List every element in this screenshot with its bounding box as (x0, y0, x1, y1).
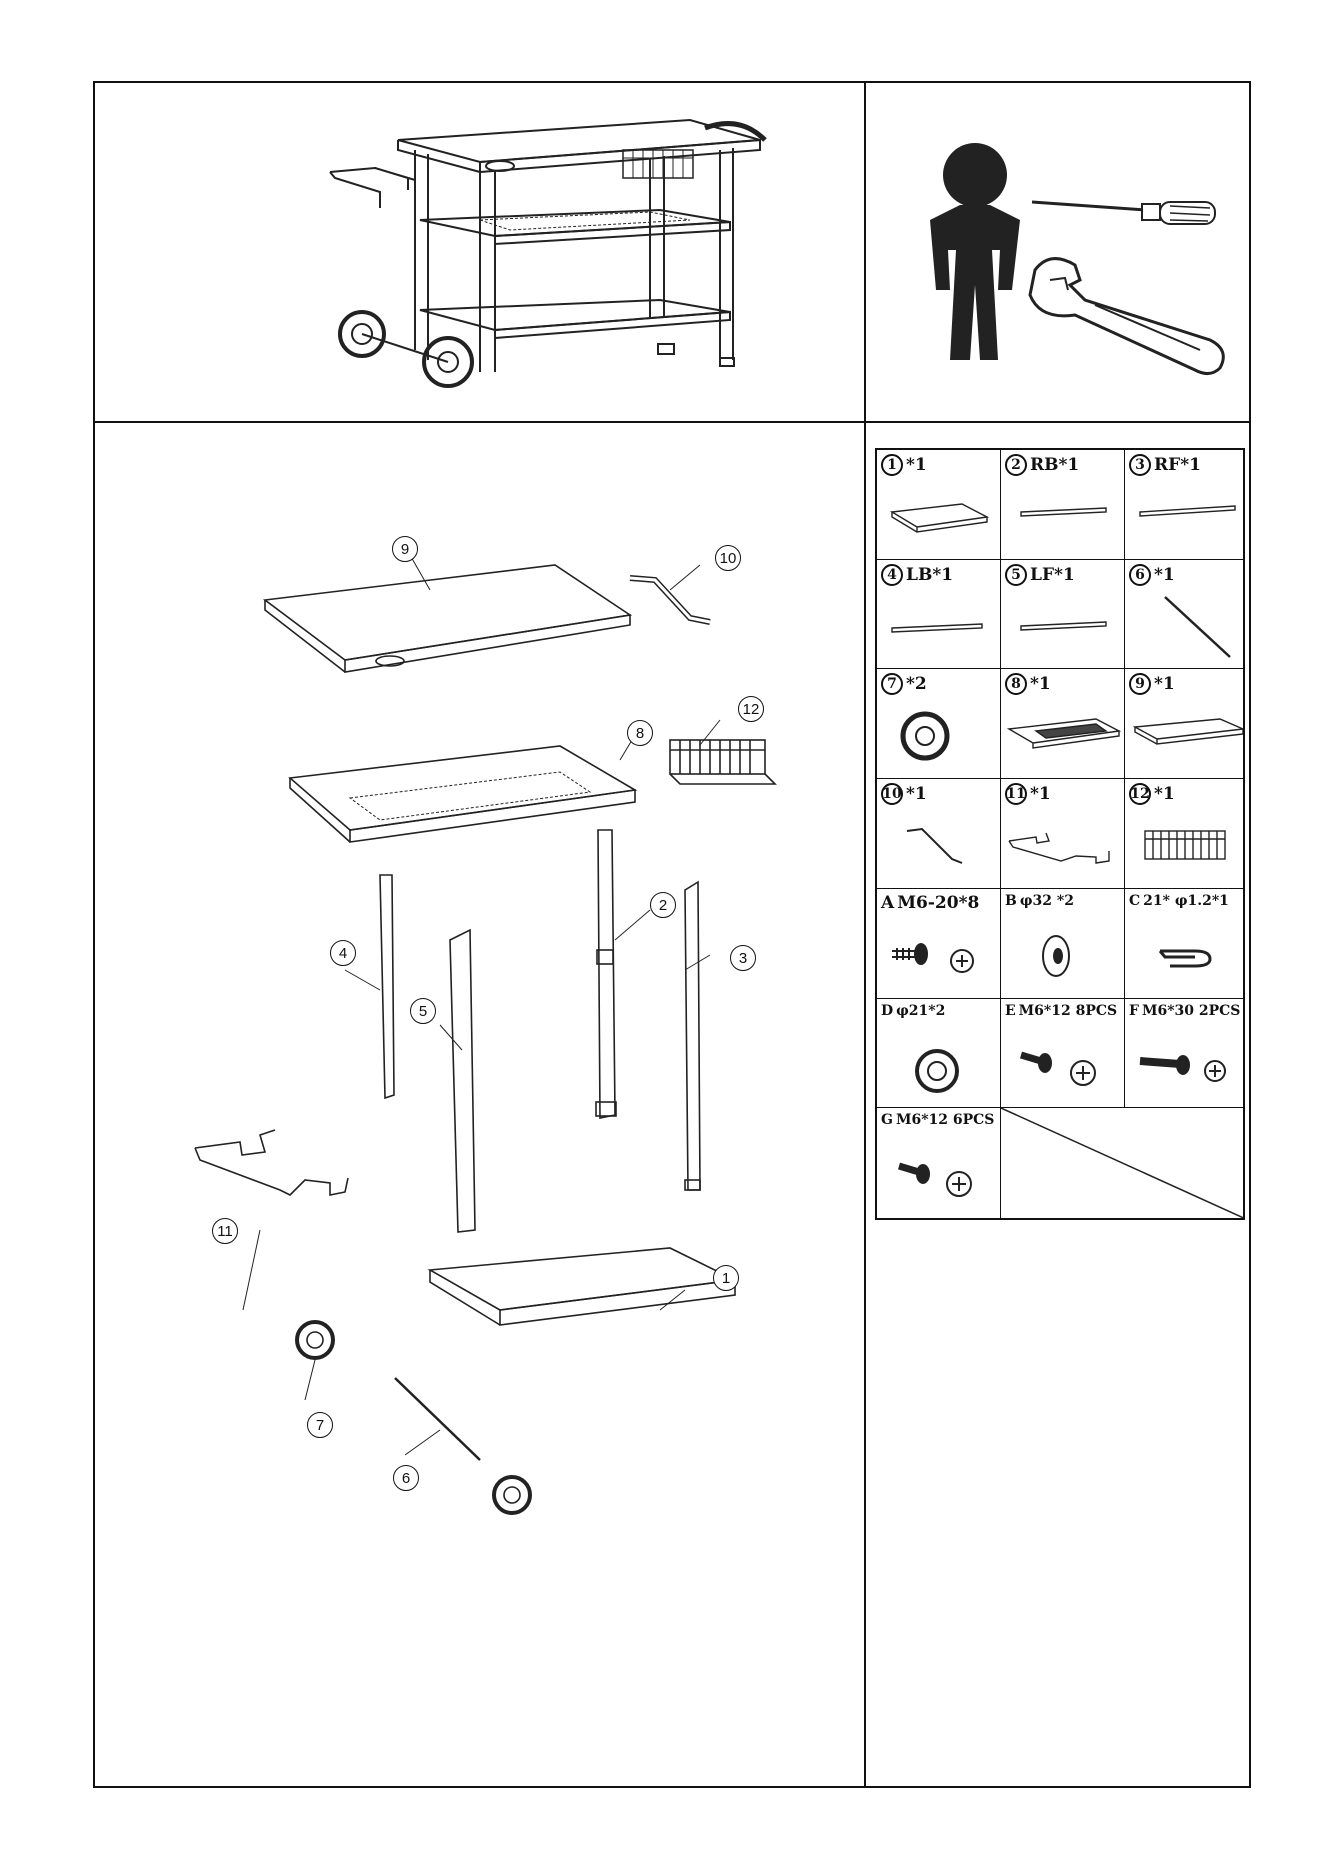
bolt-icon (877, 921, 1000, 994)
clip-icon (1125, 921, 1243, 994)
callout-5: 5 (410, 998, 436, 1024)
callout-3: 3 (730, 945, 756, 971)
part-cell-11: 11*1 (1001, 779, 1125, 889)
callout-12: 12 (738, 696, 764, 722)
leg-rb-icon (1001, 482, 1124, 555)
part-6-axle (395, 1378, 480, 1460)
callout-7: 7 (307, 1412, 333, 1438)
part-9-top-panel (265, 565, 630, 672)
tools-panel (880, 110, 1235, 400)
callout-8: 8 (627, 720, 653, 746)
part-cell-7: 7*2 (877, 669, 1001, 779)
side-hook-icon (1001, 811, 1124, 884)
bolt-icon (1001, 1031, 1124, 1104)
callout-11: 11 (212, 1218, 238, 1244)
leg-lb-icon (877, 592, 1000, 665)
part-cell-12: 12*1 (1125, 779, 1243, 889)
bolt-icon (877, 1140, 1000, 1214)
part-10-handle (630, 578, 710, 622)
column-divider (864, 81, 866, 1788)
callout-4: 4 (330, 940, 356, 966)
row-divider (93, 421, 1251, 423)
washer-icon (1001, 921, 1124, 994)
empty-cell (1001, 1108, 1243, 1218)
screwdriver-icon (1032, 202, 1215, 224)
part-cell-6: 6*1 (1125, 560, 1243, 670)
callout-1: 1 (713, 1265, 739, 1291)
hub-cap-icon (877, 1031, 1000, 1104)
part-cell-1: 1*1 (877, 450, 1001, 560)
part-5-leg-lf (450, 930, 475, 1232)
bottom-shelf-icon (877, 482, 1000, 555)
part-1-bottom-shelf (430, 1248, 735, 1325)
part-3-leg-rf (685, 882, 700, 1190)
assembled-cart-illustration (320, 110, 780, 400)
part-cell-10: 10*1 (877, 779, 1001, 889)
part-8-grid-shelf (290, 746, 635, 842)
wheel-icon (877, 701, 1000, 774)
exploded-view (180, 530, 780, 1550)
part-4-leg-lb (380, 875, 394, 1098)
leg-rf-icon (1125, 482, 1243, 555)
bolt-icon (1125, 1031, 1243, 1104)
handle-icon (877, 811, 1000, 884)
part-12-basket (670, 740, 775, 784)
basket-icon (1125, 811, 1243, 884)
leg-lf-icon (1001, 592, 1124, 665)
callout-9: 9 (392, 536, 418, 562)
person-icon (930, 143, 1020, 360)
grid-shelf-icon (1001, 701, 1124, 774)
top-panel-icon (1125, 701, 1243, 774)
part-2-leg-rb (596, 830, 616, 1118)
callout-10: 10 (715, 545, 741, 571)
part-cell-8: 8*1 (1001, 669, 1125, 779)
axle-icon (1125, 592, 1243, 665)
callout-2: 2 (650, 892, 676, 918)
part-cell-9: 9*1 (1125, 669, 1243, 779)
callout-6: 6 (393, 1465, 419, 1491)
part-11-side-hook (195, 1130, 348, 1195)
wrench-icon (1030, 259, 1223, 374)
